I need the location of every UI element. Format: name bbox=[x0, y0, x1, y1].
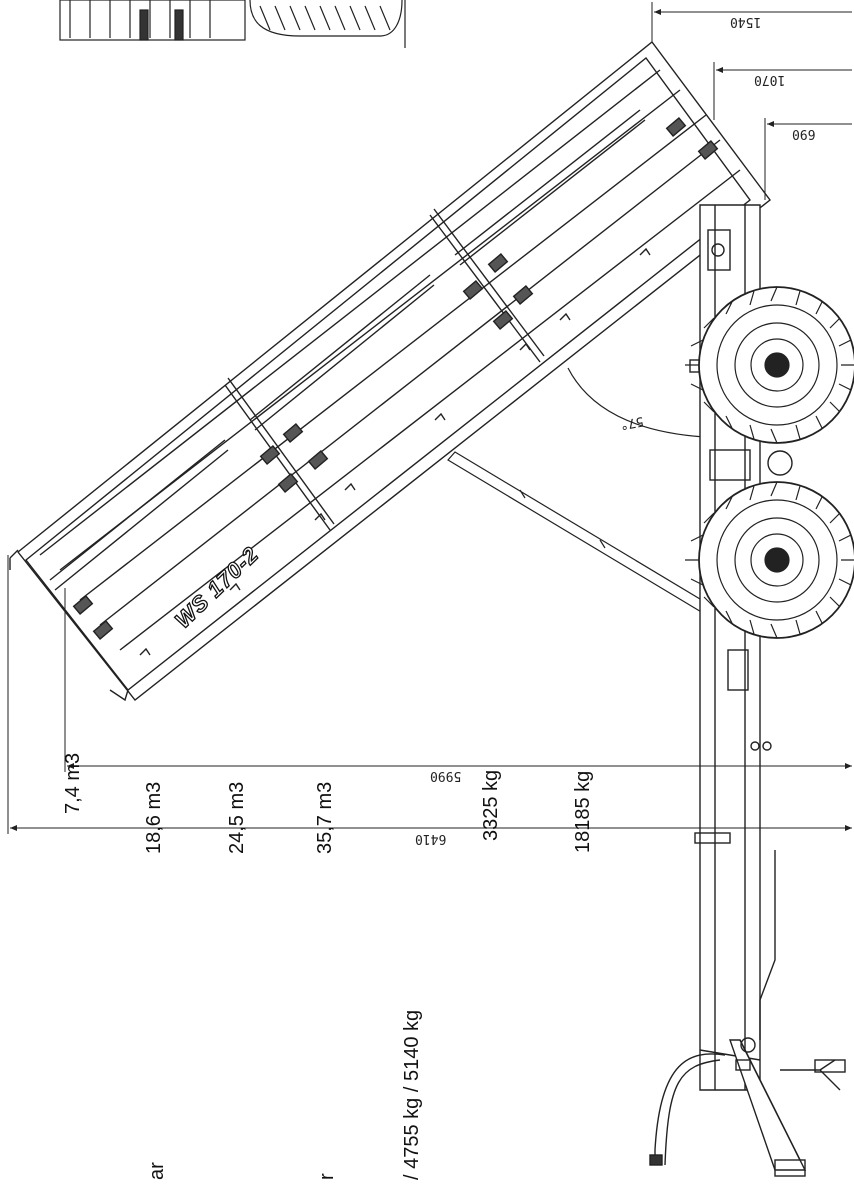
dimension-5990-label: 5990 bbox=[430, 768, 462, 783]
spec-label-fragment: r bbox=[316, 1173, 338, 1180]
dimension-1070-label: 1070 bbox=[754, 72, 786, 87]
drawbar bbox=[649, 850, 846, 1177]
hydraulic-cylinder bbox=[447, 451, 716, 617]
spec-label-fragment: ar bbox=[146, 1162, 168, 1180]
dimension-1540-label: 1540 bbox=[730, 14, 762, 29]
spec-value: 3325 kg bbox=[480, 769, 502, 841]
spec-value: 7,4 m3 bbox=[62, 752, 84, 814]
spec-value: 18,6 m3 bbox=[143, 781, 165, 854]
dimension-690-label: 690 bbox=[792, 126, 816, 141]
dimension-lines bbox=[7, 2, 852, 834]
dimension-6410-label: 6410 bbox=[415, 831, 447, 846]
spec-value: / 4755 kg / 5140 kg bbox=[401, 1009, 423, 1180]
tipping-body bbox=[9, 40, 771, 702]
spec-value: 24,5 m3 bbox=[226, 781, 248, 854]
tilt-angle-arc bbox=[567, 367, 710, 442]
front-tyre bbox=[685, 286, 854, 444]
spec-value: 18185 kg bbox=[572, 770, 594, 853]
rear-view-partial bbox=[59, 0, 406, 48]
rear-tyre bbox=[685, 481, 854, 639]
spec-value: 35,7 m3 bbox=[314, 781, 336, 854]
